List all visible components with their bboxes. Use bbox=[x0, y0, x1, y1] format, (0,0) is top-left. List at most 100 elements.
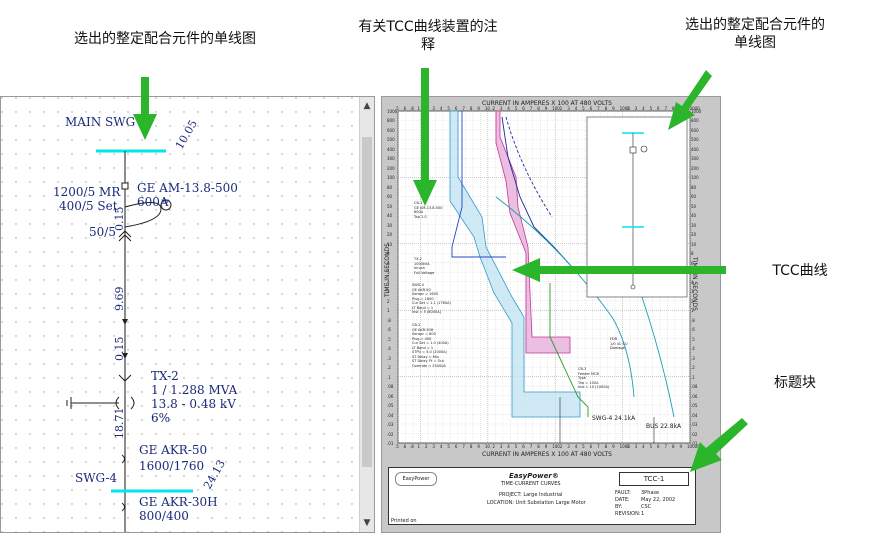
tcc-note-line: Inst = 10 (1000A) bbox=[578, 385, 610, 389]
scroll-thumb[interactable] bbox=[362, 137, 372, 467]
one-line-pane[interactable]: MAIN SWG 10.05 1200/5 MR 400/5 Set GE AM… bbox=[0, 96, 375, 533]
tcc-note-line: 1/0 4C CU bbox=[610, 341, 628, 346]
y-tick-label-right: .08 bbox=[691, 384, 698, 390]
y-tick-label-right: 8 bbox=[691, 251, 694, 257]
y-tick-label-right: 200 bbox=[691, 165, 699, 171]
tcc-note-line: Tap 2.0 bbox=[414, 214, 427, 219]
x-tick-label-bottom: 3 bbox=[634, 444, 638, 449]
x-tick-label-bottom: 4 bbox=[574, 444, 578, 449]
breaker-1-symbol[interactable] bbox=[121, 454, 125, 464]
y-tick-label-left: 1 bbox=[387, 308, 390, 314]
y-tick-label-left: 80 bbox=[387, 184, 393, 190]
y-tick-label-left: .8 bbox=[387, 317, 391, 323]
breaker-symbol[interactable] bbox=[121, 182, 129, 190]
y-tick-label-right: 30 bbox=[691, 222, 697, 228]
vertical-scrollbar[interactable]: ▲ ▼ bbox=[359, 97, 374, 532]
tcc-note-line: Cur Set = 1.1 (1760A) bbox=[412, 301, 451, 305]
y-tick-label-right: .05 bbox=[691, 403, 698, 409]
x-tick-label-top: .6 bbox=[402, 106, 407, 111]
title-block[interactable]: EasyPower EasyPower® TIME-CURRENT CURVES… bbox=[388, 467, 696, 525]
y-tick-label-right: .3 bbox=[691, 355, 695, 361]
blue-curve bbox=[451, 111, 506, 258]
embedded-one-line[interactable] bbox=[586, 116, 688, 298]
x-tick-label-top: 5 bbox=[582, 106, 585, 111]
x-tick-label-bottom: 100 bbox=[552, 444, 560, 449]
x-tick-label-top: 6 bbox=[589, 106, 593, 111]
tcc-note-line: ST Delay = Min bbox=[412, 354, 439, 359]
main-swg-label: MAIN SWG bbox=[65, 115, 136, 129]
x-tick-label-top: 8 bbox=[537, 106, 540, 111]
tcc-note-line: Sensor = 1600 bbox=[412, 292, 439, 296]
y-tick-label-right: .02 bbox=[691, 431, 698, 437]
y-tick-label-right: 400 bbox=[691, 146, 699, 152]
fault-label: FAULT: bbox=[615, 490, 631, 496]
scroll-up-arrow[interactable]: ▲ bbox=[363, 101, 371, 111]
x-tick-label-bottom: 7 bbox=[462, 444, 465, 449]
caption-single-line-right-line1: 选出的整定配合元件的 bbox=[685, 17, 825, 33]
ct-symbol bbox=[118, 230, 132, 242]
fault-label-1: SWG-4 24.1kA bbox=[592, 415, 636, 422]
one-line-diagram[interactable] bbox=[1, 97, 362, 533]
x-tick-label-bottom: 8 bbox=[672, 444, 675, 449]
x-tick-label-top: 2 bbox=[559, 106, 563, 111]
by-value: CSC bbox=[641, 504, 652, 510]
magenta-band bbox=[495, 110, 571, 354]
x-tick-label-bottom: .8 bbox=[409, 444, 414, 449]
x-tick-label-bottom: 8 bbox=[537, 444, 540, 449]
tcc-note-line: STPU = 5.0 (2000A) bbox=[412, 350, 447, 354]
y-tick-label-left: 4 bbox=[387, 279, 390, 285]
x-tick-label-bottom: 7 bbox=[664, 444, 668, 449]
y-tick-label-left: .06 bbox=[387, 393, 394, 399]
tcc-note-line: GE AM-13.8-500 bbox=[414, 205, 443, 210]
y-tick-label-right: 60 bbox=[691, 194, 697, 200]
y-tick-label-right: 100 bbox=[691, 175, 699, 181]
y-tick-label-right: 40 bbox=[691, 213, 697, 219]
scroll-down-arrow[interactable]: ▼ bbox=[363, 518, 371, 528]
tcc-note-line: FDR bbox=[610, 337, 618, 341]
caption-tcc-annotation-line1: 有关TCC曲线装置的注 bbox=[358, 19, 498, 35]
y-tick-label-left: 300 bbox=[387, 156, 395, 162]
cable4-length: 18.71 bbox=[113, 407, 126, 440]
x-tick-label-bottom: 9 bbox=[679, 444, 683, 449]
relay-name-label: GE AM-13.8-500 bbox=[137, 181, 238, 195]
y-tick-label-left: .04 bbox=[387, 412, 394, 418]
x-tick-label-top: 9 bbox=[679, 106, 683, 111]
x-tick-label-top: 4 bbox=[507, 106, 510, 111]
x-tick-label-top: 10 bbox=[484, 106, 490, 111]
x-axis-title-top: CURRENT IN AMPERES X 100 AT 480 VOLTS bbox=[482, 100, 612, 107]
y-tick-label-left: 500 bbox=[387, 137, 395, 143]
caption-title-block: 标题块 bbox=[774, 375, 816, 391]
tcc-note-line: Trip = 100A bbox=[578, 380, 599, 385]
fault-value: 3Phase bbox=[641, 490, 660, 496]
y-tick-label-right: .6 bbox=[691, 327, 695, 333]
breaker-2-symbol[interactable] bbox=[121, 502, 125, 512]
y-tick-label-right: 80 bbox=[691, 184, 697, 190]
y-tick-label-left: .4 bbox=[387, 346, 391, 352]
y-tick-label-left: 3 bbox=[387, 289, 390, 295]
tcc-id-box: TCC-1 bbox=[619, 472, 689, 486]
date-value: May 22, 2002 bbox=[641, 497, 676, 503]
caption-tcc-curve: TCC曲线 bbox=[772, 263, 828, 279]
y-tick-label-right: 20 bbox=[691, 232, 697, 238]
y-tick-label-left: 1000 bbox=[387, 109, 398, 114]
x-tick-label-bottom: 1 bbox=[417, 444, 420, 449]
tcc-note-line: Type bbox=[578, 376, 587, 380]
by-label: BY: bbox=[615, 504, 623, 510]
x-tick-label-top: 8 bbox=[469, 106, 473, 111]
x-tick-label-bottom: 7 bbox=[597, 444, 600, 449]
x-tick-label-bottom: 3 bbox=[567, 444, 570, 449]
x-tick-label-top: 5 bbox=[514, 106, 518, 111]
tcc-note-line: 600A bbox=[414, 210, 424, 214]
tcc-note-line: LT Band = 1 bbox=[412, 345, 434, 350]
x-tick-label-top: 1 bbox=[417, 106, 420, 111]
x-tick-label-bottom: 2 bbox=[559, 444, 563, 449]
y-tick-label-right: .03 bbox=[691, 422, 698, 428]
location-line: LOCATION: Unit Substation Large Motor bbox=[487, 500, 586, 506]
x-tick-label-bottom: 9 bbox=[544, 444, 548, 449]
relay-circle[interactable] bbox=[160, 199, 172, 211]
y-tick-label-right: 10 bbox=[691, 241, 697, 247]
tcc-note-line: CB-2 bbox=[412, 323, 421, 327]
y-tick-label-right: .1 bbox=[691, 374, 695, 380]
